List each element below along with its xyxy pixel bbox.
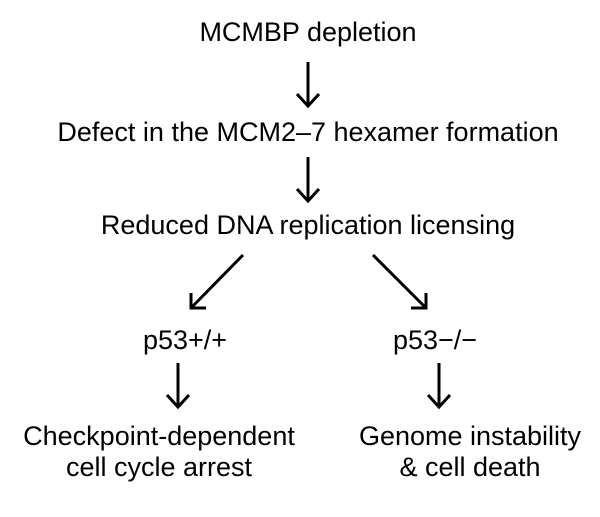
arrest-line-1: Checkpoint-dependent bbox=[23, 421, 295, 451]
node-reduced-licensing: Reduced DNA replication licensing bbox=[100, 210, 516, 240]
arrest-line-2: cell cycle arrest bbox=[65, 452, 253, 482]
arrow-reduced-to-p53-null bbox=[371, 253, 428, 310]
arrow-p53-wildtype-to-arrest bbox=[165, 363, 191, 410]
arrow-reduced-to-p53-wildtype bbox=[189, 253, 245, 310]
node-cell-cycle-arrest: Checkpoint-dependent cell cycle arrest bbox=[0, 421, 318, 483]
node-cell-death: Genome instability & cell death bbox=[340, 421, 600, 483]
node-p53-null: p53−/− bbox=[392, 325, 478, 355]
node-mcmbp-depletion: MCMBP depletion bbox=[199, 17, 417, 47]
death-line-2: & cell death bbox=[399, 452, 541, 482]
node-p53-wildtype: p53+/+ bbox=[142, 325, 228, 355]
node-hexamer-defect: Defect in the MCM2–7 hexamer formation bbox=[57, 117, 559, 147]
arrow-defect-to-reduced bbox=[295, 157, 321, 204]
death-line-1: Genome instability bbox=[358, 421, 582, 451]
arrow-p53-null-to-death bbox=[426, 363, 452, 410]
arrow-depletion-to-defect bbox=[295, 62, 321, 109]
